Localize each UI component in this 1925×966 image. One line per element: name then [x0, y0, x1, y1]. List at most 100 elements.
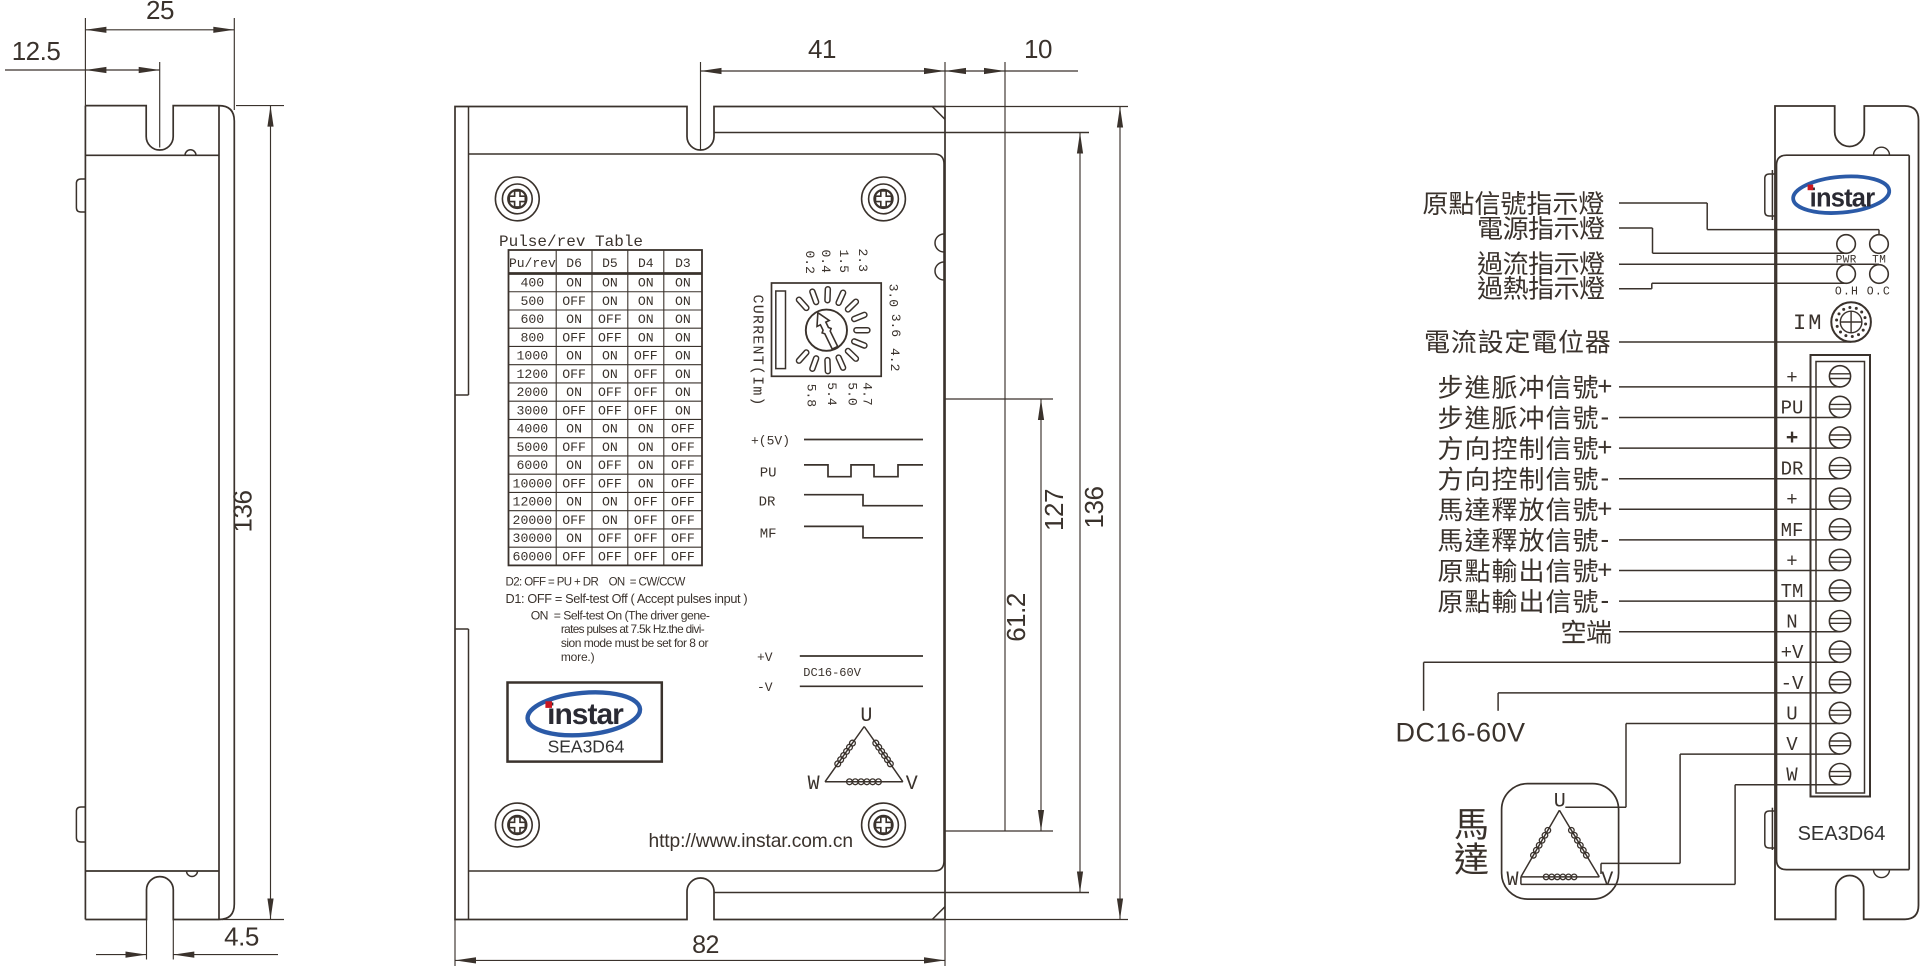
svg-text:+: + — [1597, 432, 1612, 462]
svg-text:4.2: 4.2 — [887, 348, 902, 371]
svg-text:41: 41 — [808, 34, 836, 64]
svg-text:DC16-60V: DC16-60V — [1396, 718, 1526, 748]
svg-text:OFF: OFF — [562, 476, 586, 491]
svg-text:CURRENT(Im): CURRENT(Im) — [749, 295, 766, 407]
svg-text:OFF: OFF — [671, 422, 695, 437]
svg-text:PU: PU — [1781, 397, 1804, 419]
svg-text:-V: -V — [1781, 673, 1804, 695]
svg-text:ON: ON — [638, 458, 654, 473]
svg-text:ON: ON — [675, 367, 691, 382]
svg-text:http://www.instar.com.cn: http://www.instar.com.cn — [649, 831, 853, 852]
svg-text:OFF: OFF — [598, 458, 622, 473]
svg-text:ON: ON — [675, 330, 691, 345]
svg-text:OFF: OFF — [634, 385, 658, 400]
svg-text:3.6: 3.6 — [888, 314, 903, 337]
svg-text:V: V — [1786, 734, 1798, 756]
svg-text:ON: ON — [566, 458, 582, 473]
svg-text:rates pulses at 7.5k Hz.the di: rates pulses at 7.5k Hz.the divi- — [561, 622, 705, 636]
svg-text:OFF: OFF — [634, 403, 658, 418]
svg-text:+(5V): +(5V) — [751, 434, 790, 449]
svg-text:OFF: OFF — [598, 312, 622, 327]
svg-text:OFF: OFF — [562, 367, 586, 382]
svg-text:OFF: OFF — [598, 385, 622, 400]
svg-text:+: + — [1786, 550, 1797, 572]
svg-text:ON: ON — [675, 276, 691, 291]
svg-text:ON: ON — [602, 276, 618, 291]
svg-text:-: - — [1600, 585, 1609, 615]
svg-text:OFF: OFF — [562, 549, 586, 564]
svg-text:OFF: OFF — [634, 349, 658, 364]
svg-text:ON: ON — [602, 367, 618, 382]
svg-text:O.H: O.H — [1835, 286, 1859, 299]
svg-text:ON: ON — [638, 276, 654, 291]
svg-text:SEA3D64: SEA3D64 — [548, 737, 625, 757]
svg-text:ON: ON — [566, 531, 582, 546]
svg-text:136: 136 — [228, 491, 258, 533]
svg-text:+: + — [1597, 493, 1612, 523]
svg-text:61.2: 61.2 — [1001, 593, 1031, 642]
svg-text:1200: 1200 — [517, 367, 549, 382]
svg-text:4000: 4000 — [517, 422, 549, 437]
svg-text:+V: +V — [1781, 642, 1804, 664]
svg-text:20000: 20000 — [513, 513, 553, 528]
svg-text:1.5: 1.5 — [836, 250, 851, 273]
svg-text:U: U — [860, 705, 872, 728]
svg-text:OFF: OFF — [634, 531, 658, 546]
svg-text:OFF: OFF — [598, 330, 622, 345]
svg-text:D4: D4 — [638, 256, 654, 271]
svg-text:PU: PU — [760, 465, 777, 481]
svg-text:ON: ON — [602, 422, 618, 437]
svg-text:500: 500 — [520, 294, 544, 309]
svg-text:ON: ON — [675, 312, 691, 327]
svg-text:OFF: OFF — [671, 531, 695, 546]
svg-text:ON: ON — [602, 440, 618, 455]
svg-text:ON: ON — [566, 276, 582, 291]
svg-text:2.3: 2.3 — [855, 249, 870, 272]
svg-text:127: 127 — [1039, 489, 1069, 531]
svg-text:136: 136 — [1079, 487, 1109, 529]
svg-text:SEA3D64: SEA3D64 — [1798, 823, 1886, 845]
svg-text:OFF: OFF — [634, 367, 658, 382]
svg-text:-: - — [1600, 463, 1609, 493]
svg-text:OFF: OFF — [671, 476, 695, 491]
svg-text:5.8: 5.8 — [803, 384, 818, 407]
svg-text:ON: ON — [566, 385, 582, 400]
svg-text:82: 82 — [692, 931, 719, 959]
svg-text:N: N — [1786, 612, 1797, 634]
svg-text:W: W — [1786, 765, 1798, 787]
svg-text:ON: ON — [638, 312, 654, 327]
svg-text:DR: DR — [759, 494, 776, 510]
svg-text:12000: 12000 — [513, 495, 553, 510]
svg-text:TM: TM — [1781, 581, 1804, 603]
svg-text:4.7: 4.7 — [860, 382, 875, 405]
svg-text:DC16-60V: DC16-60V — [803, 666, 861, 680]
svg-text:10000: 10000 — [513, 476, 553, 491]
svg-text:+: + — [1786, 367, 1797, 389]
svg-text:5.0: 5.0 — [844, 382, 859, 405]
svg-text:sion mode must be set for 8 or: sion mode must be set for 8 or — [561, 636, 709, 650]
svg-text:OFF: OFF — [671, 458, 695, 473]
svg-text:ON: ON — [602, 294, 618, 309]
svg-text:more.): more.) — [561, 650, 595, 664]
svg-text:10: 10 — [1024, 34, 1052, 64]
svg-text:+V: +V — [757, 650, 773, 665]
svg-text:V: V — [906, 773, 918, 796]
svg-text:O.C: O.C — [1867, 286, 1891, 299]
svg-text:OFF: OFF — [562, 403, 586, 418]
svg-text:W: W — [808, 773, 820, 796]
svg-text:ON: ON — [675, 385, 691, 400]
svg-text:OFF: OFF — [598, 476, 622, 491]
svg-text:ON: ON — [638, 440, 654, 455]
svg-text:ON: ON — [602, 495, 618, 510]
svg-text:60000: 60000 — [513, 549, 553, 564]
svg-text:600: 600 — [520, 312, 544, 327]
svg-text:ON: ON — [566, 422, 582, 437]
svg-text:DR: DR — [1781, 459, 1804, 481]
svg-text:ON: ON — [675, 294, 691, 309]
svg-text:PWR: PWR — [1836, 254, 1857, 266]
svg-text:ON = Self-test On (The driver: ON = Self-test On (The driver gene- — [531, 609, 710, 623]
svg-text:D5: D5 — [602, 256, 618, 271]
svg-text:instar: instar — [547, 698, 624, 731]
svg-text:U: U — [1786, 703, 1797, 725]
svg-text:+: + — [1597, 371, 1612, 401]
